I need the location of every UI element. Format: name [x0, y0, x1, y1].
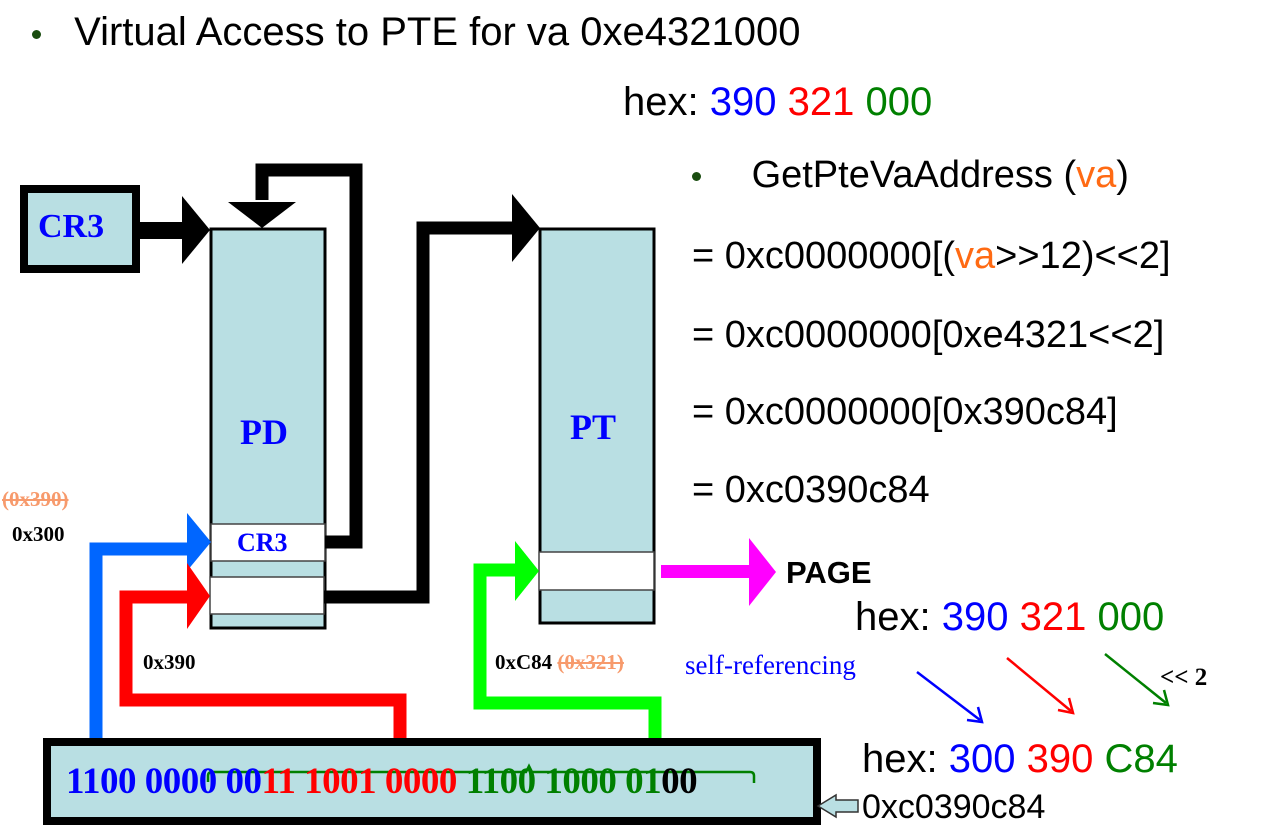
- hex-mid-offset-part: 000: [1097, 595, 1165, 639]
- pd-label: PD: [240, 412, 288, 452]
- formula-heading: GetPteVaAddress (va): [692, 154, 1129, 197]
- hex-mid-pt-part: 321: [1019, 595, 1087, 639]
- hex-bottom-prefix: hex:: [862, 737, 938, 781]
- pd-entry-cr3-label: CR3: [237, 528, 288, 557]
- formula-line-1-pre: = 0xc0000000[(: [692, 235, 956, 277]
- binary-pt-bits: 11 1001 0000: [261, 761, 457, 802]
- slide-title: Virtual Access to PTE for va 0xe4321000: [32, 10, 800, 55]
- result-address: 0xc0390c84: [862, 788, 1046, 826]
- formula-line-1: = 0xc0000000[(va>>12)<<2]: [692, 235, 1171, 278]
- binary-low-bits: 00: [661, 761, 698, 802]
- hex-bottom-offset-part: C84: [1104, 737, 1178, 781]
- hex-mid-prefix: hex:: [855, 595, 931, 639]
- offset-mapping-arrow: [1104, 653, 1170, 707]
- pd-entry-pt: [209, 576, 325, 615]
- self-referencing-note: self-referencing: [685, 650, 856, 680]
- binary-address: 1100 0000 0011 1001 0000 1100 1000 0100: [66, 760, 698, 803]
- pd-entry-cr3: [210, 523, 326, 562]
- paren-open: (: [1063, 154, 1077, 196]
- offset-struck-value: (0x321): [557, 650, 624, 674]
- self-reference-loop-arrow: [228, 163, 363, 549]
- slide-title-text: Virtual Access to PTE for va 0xe4321000: [74, 10, 801, 54]
- pd-index-label: 0x300: [12, 522, 65, 546]
- pd-index-struck-label: (0x390): [2, 487, 69, 511]
- hex-top-prefix: hex:: [623, 80, 699, 124]
- hex-mid-pd-part: 390: [941, 595, 1009, 639]
- hex-top: hex: 390 321 000: [623, 80, 932, 125]
- offset-value: 0xC84: [495, 650, 553, 674]
- bullet-icon: [692, 172, 701, 182]
- cr3-register-box: [20, 185, 140, 273]
- offset-label: 0xC84 (0x321): [495, 650, 624, 675]
- formula-line-2: = 0xc0000000[0xe4321<<2]: [692, 314, 1165, 356]
- formula-line-4: = 0xc0390c84: [692, 469, 930, 511]
- paren-close: ): [1116, 154, 1129, 196]
- bullet-icon: [32, 29, 41, 39]
- pt-index-label: 0x390: [143, 650, 196, 674]
- binary-offset-bits: 1100 1000 01: [456, 761, 662, 802]
- binary-address-box: [43, 738, 821, 825]
- hex-bottom: hex: 300 390 C84: [862, 737, 1178, 782]
- pd-to-pt-arrow: [324, 194, 540, 604]
- hex-bottom-pt-part: 390: [1026, 737, 1094, 781]
- pt-index-mapping-arrow: [1006, 657, 1075, 715]
- shift-note: << 2: [1160, 664, 1208, 691]
- hex-top-pt-part: 321: [787, 80, 855, 124]
- pd-index-blue-arrow: [89, 513, 211, 740]
- hex-top-pd-part: 390: [709, 80, 777, 124]
- pt-index-red-arrow: [119, 563, 407, 740]
- hex-top-offset-part: 000: [865, 80, 933, 124]
- formula-line-1-post: >>12)<<2]: [995, 235, 1171, 277]
- self-referencing-mapping-arrow: [916, 671, 984, 724]
- pt-label: PT: [570, 407, 617, 447]
- formula-line-3: = 0xc0000000[0x390c84]: [692, 391, 1118, 433]
- pt-entry: [538, 551, 655, 591]
- hex-mid: hex: 390 321 000: [855, 595, 1164, 640]
- page-label: PAGE: [786, 555, 872, 590]
- function-name: GetPteVaAddress: [751, 154, 1053, 196]
- bit-range-brace: [206, 763, 756, 783]
- hex-bottom-pd-part: 300: [948, 737, 1016, 781]
- cr3-register-label: CR3: [38, 208, 105, 245]
- result-pointer-arrow: [816, 793, 859, 819]
- function-arg: va: [1076, 154, 1117, 196]
- cr3-to-pd-arrow: [140, 196, 210, 264]
- formula-line-1-arg: va: [955, 235, 996, 277]
- binary-pd-bits: 1100 0000 00: [66, 761, 262, 802]
- pt-to-page-arrow: [661, 538, 776, 606]
- offset-green-arrow: [473, 541, 662, 740]
